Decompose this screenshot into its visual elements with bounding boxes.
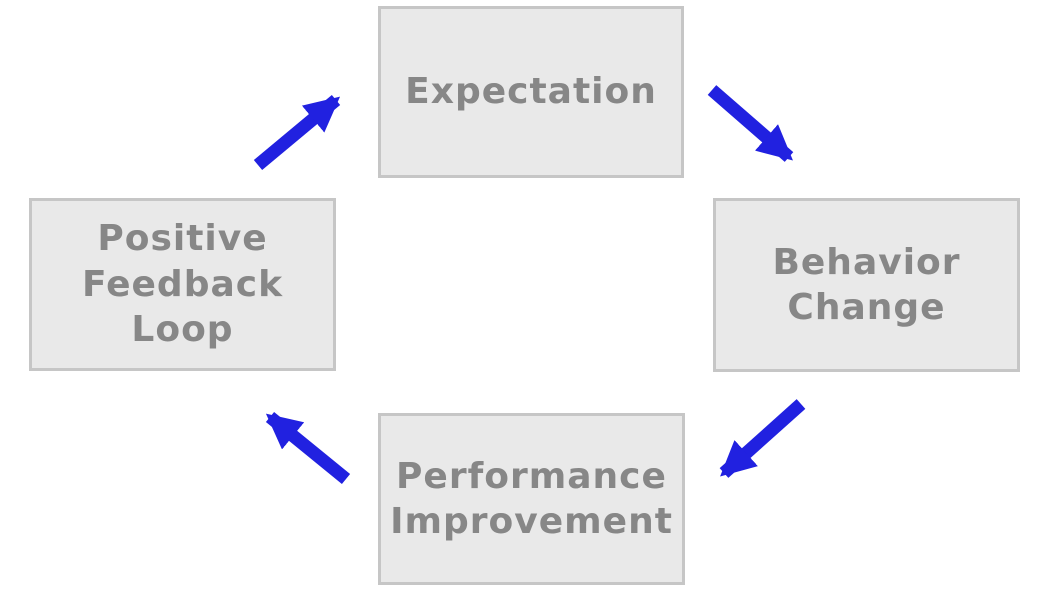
arrow-feedback-to-expectation-icon xyxy=(253,95,341,170)
node-expectation: Expectation xyxy=(378,6,684,178)
node-behavior-change: Behavior Change xyxy=(713,198,1020,372)
node-performance-improvement: Performance Improvement xyxy=(378,413,685,585)
arrow-expectation-to-behavior-icon xyxy=(707,85,794,162)
node-positive-feedback-loop: Positive Feedback Loop xyxy=(29,198,336,371)
node-expectation-label: Expectation xyxy=(405,71,657,113)
arrow-behavior-to-performance-icon xyxy=(719,399,806,478)
node-behavior-change-label: Behavior Change xyxy=(772,241,961,328)
arrow-performance-to-feedback-icon xyxy=(265,411,351,485)
node-positive-feedback-loop-label: Positive Feedback Loop xyxy=(81,218,284,351)
node-performance-improvement-label: Performance Improvement xyxy=(390,455,673,542)
